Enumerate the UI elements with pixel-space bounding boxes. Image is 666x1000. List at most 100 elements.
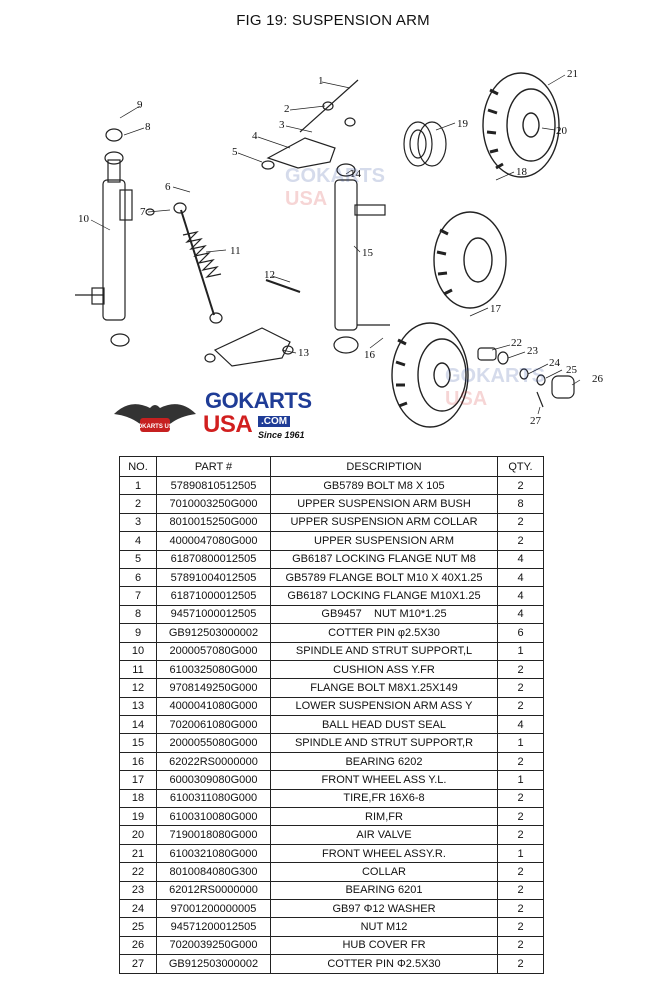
cell-qty: 6 — [497, 623, 544, 643]
upper-suspension-arm — [261, 79, 359, 170]
cell-part-number: 8010015250G000 — [156, 512, 271, 533]
cell-qty: 2 — [497, 531, 544, 551]
callout-25: 25 — [566, 364, 578, 376]
callout-3: 3 — [279, 119, 285, 131]
cell-qty: 2 — [497, 751, 544, 772]
cell-part-number: 6100311080G000 — [156, 788, 271, 809]
callout-24: 24 — [549, 357, 561, 369]
cell-description: BEARING 6201 — [270, 880, 498, 900]
cell-no: 27 — [119, 954, 157, 974]
cell-description: BEARING 6202 — [270, 751, 498, 772]
cell-part-number: 6100325080G000 — [156, 659, 271, 680]
cell-description: GB6187 LOCKING FLANGE M10X1.25 — [270, 586, 498, 606]
callout-15: 15 — [362, 247, 374, 259]
cell-qty: 2 — [497, 659, 544, 680]
cell-qty: 2 — [497, 880, 544, 900]
callout-5: 5 — [232, 146, 238, 158]
cell-qty: 4 — [497, 604, 544, 625]
left-spindle-strut — [75, 128, 133, 347]
cell-qty: 8 — [497, 494, 544, 514]
cell-qty: 2 — [497, 825, 544, 845]
cell-part-number: 4000041080G000 — [156, 696, 271, 717]
callout-19: 19 — [457, 118, 469, 130]
cell-qty: 2 — [497, 696, 544, 717]
callout-4: 4 — [252, 130, 258, 142]
cell-qty: 2 — [497, 678, 544, 698]
cell-qty: 2 — [497, 512, 544, 533]
front-wheel-right — [482, 72, 560, 178]
cell-qty: 4 — [497, 586, 544, 606]
cell-qty: 4 — [497, 567, 544, 588]
header-qty: QTY. — [497, 456, 544, 477]
cell-part-number: 6100321080G000 — [156, 843, 271, 864]
cell-part-number: 2000057080G000 — [156, 641, 271, 661]
cell-part-number: 57890810512505 — [156, 475, 271, 496]
callout-1: 1 — [318, 75, 324, 87]
cell-qty: 1 — [497, 733, 544, 753]
cell-part-number: 7190018080G000 — [156, 825, 271, 845]
callout-22: 22 — [511, 337, 522, 349]
cell-qty: 2 — [497, 788, 544, 809]
cell-no: 22 — [119, 862, 157, 882]
cell-description: COTTER PIN φ2.5X30 — [270, 623, 498, 643]
callout-21: 21 — [567, 68, 578, 80]
figure-title: FIG 19: SUSPENSION ARM — [236, 12, 430, 29]
cell-part-number: 6000309080G000 — [156, 770, 271, 790]
cell-description: FRONT WHEEL ASS Y.L. — [270, 770, 498, 790]
winged-badge-icon: GOKARTS USA — [114, 404, 196, 432]
cell-part-number: 8010084080G300 — [156, 862, 271, 882]
suspension-arm-drawing: 1 2 3 4 5 6 7 8 9 10 11 12 13 14 15 16 1… — [75, 68, 604, 428]
cell-no: 18 — [119, 788, 157, 809]
callout-9: 9 — [137, 99, 143, 111]
header-part: PART # — [156, 456, 271, 477]
cell-description: AIR VALVE — [270, 825, 498, 845]
callout-18: 18 — [516, 166, 528, 178]
cell-description: SPINDLE AND STRUT SUPPORT,L — [270, 641, 498, 661]
cell-qty: 2 — [497, 898, 544, 919]
callout-16: 16 — [364, 349, 376, 361]
header-description: DESCRIPTION — [270, 456, 498, 477]
cell-no: 4 — [119, 531, 157, 551]
cell-part-number: 4000047080G000 — [156, 531, 271, 551]
lower-suspension-arm — [204, 279, 301, 367]
cell-description: UPPER SUSPENSION ARM — [270, 531, 498, 551]
cell-part-number: 62022RS0000000 — [156, 751, 271, 772]
cell-part-number: 7010003250G000 — [156, 494, 271, 514]
cell-description: FLANGE BOLT M8X1.25X149 — [270, 678, 498, 698]
shock-absorber — [145, 202, 223, 324]
cell-description: GB9457 NUT M10*1.25 — [270, 604, 498, 625]
cell-no: 6 — [119, 567, 157, 588]
cell-description: GB6187 LOCKING FLANGE NUT M8 — [270, 549, 498, 569]
cell-no: 24 — [119, 898, 157, 919]
cell-description: GB97 Φ12 WASHER — [270, 898, 498, 919]
cell-description: GB5789 BOLT M8 X 105 — [270, 475, 498, 496]
cell-part-number: 62012RS0000000 — [156, 880, 271, 900]
callout-7: 7 — [140, 206, 146, 218]
cell-description: UPPER SUSPENSION ARM COLLAR — [270, 512, 498, 533]
exploded-view-diagram: 1 2 3 4 5 6 7 8 9 10 11 12 13 14 15 16 1… — [0, 40, 666, 452]
cell-qty: 1 — [497, 770, 544, 790]
cell-part-number: 94571200012505 — [156, 917, 271, 937]
cell-no: 23 — [119, 880, 157, 900]
cell-no: 5 — [119, 549, 157, 569]
hub-parts — [477, 347, 575, 408]
cell-description: HUB COVER FR — [270, 935, 498, 956]
